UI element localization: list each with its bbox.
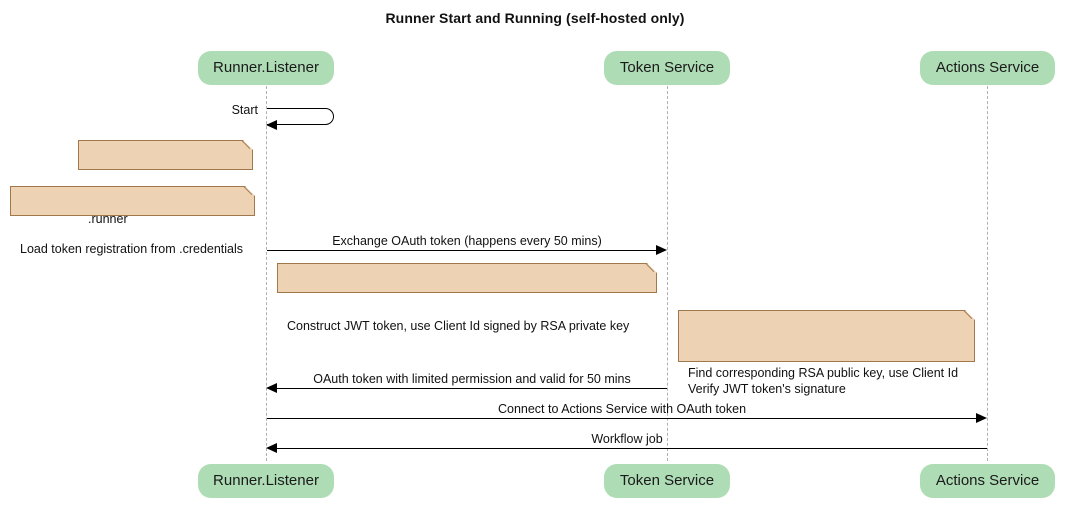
note-fold-icon	[965, 310, 975, 320]
message-label-connect-actions-service: Connect to Actions Service with OAuth to…	[497, 402, 747, 416]
message-line-workflow-job	[277, 448, 987, 449]
note-fold-icon	[245, 186, 255, 196]
self-message-start	[267, 108, 334, 125]
arrowhead-oauth-token-reply	[266, 382, 277, 393]
message-line-exchange-oauth-token	[267, 250, 657, 251]
note-text: Load token registration from .credential…	[20, 242, 244, 256]
participant-runner-top[interactable]: Runner.Listener	[198, 51, 334, 85]
participant-actions-bottom[interactable]: Actions Service	[920, 464, 1055, 498]
arrowhead-start	[266, 120, 277, 130]
participant-token-bottom[interactable]: Token Service	[604, 464, 730, 498]
participant-label: Token Service	[619, 472, 715, 489]
note-fold-icon	[243, 140, 253, 150]
note-load-config: Load config info from .runner	[78, 140, 253, 226]
lifeline-token	[667, 86, 668, 461]
arrowhead-workflow-job	[266, 442, 277, 453]
participant-token-top[interactable]: Token Service	[604, 51, 730, 85]
message-label-exchange-oauth-token: Exchange OAuth token (happens every 50 m…	[332, 234, 602, 248]
participant-label: Runner.Listener	[213, 472, 319, 489]
lifeline-runner	[266, 86, 267, 461]
participant-label: Runner.Listener	[213, 59, 319, 76]
participant-runner-bottom[interactable]: Runner.Listener	[198, 464, 334, 498]
lifeline-actions	[987, 86, 988, 461]
message-line-connect-actions-service	[267, 418, 977, 419]
note-verify-jwt: Find corresponding RSA public key, use C…	[678, 310, 975, 396]
note-fold-icon	[647, 263, 657, 273]
note-text: Find corresponding RSA public key, use C…	[688, 366, 959, 396]
note-load-token-registration: Load token registration from .credential…	[10, 186, 255, 256]
arrowhead-connect-actions-service	[976, 412, 987, 423]
note-construct-jwt: Construct JWT token, use Client Id signe…	[277, 263, 657, 333]
page-title: Runner Start and Running (self-hosted on…	[385, 10, 685, 26]
participant-label: Actions Service	[935, 472, 1040, 489]
message-line-oauth-token-reply	[277, 388, 667, 389]
participant-actions-top[interactable]: Actions Service	[920, 51, 1055, 85]
arrowhead-exchange-oauth-token	[656, 244, 667, 255]
participant-label: Actions Service	[935, 59, 1040, 76]
note-text: Construct JWT token, use Client Id signe…	[287, 319, 630, 333]
message-label-workflow-job: Workflow job	[591, 432, 663, 446]
message-label-oauth-token-reply: OAuth token with limited permission and …	[313, 372, 631, 386]
message-label-start: Start	[231, 103, 258, 117]
participant-label: Token Service	[619, 59, 715, 76]
